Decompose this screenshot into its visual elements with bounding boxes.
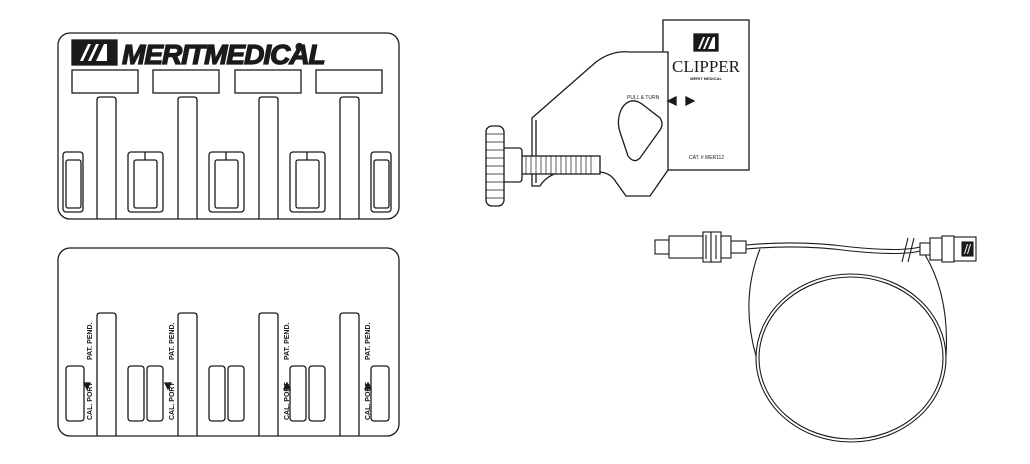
pat-pend-label-2: PAT. PEND.: [169, 322, 176, 360]
cal-port-label-1: CAL. PORT: [87, 382, 94, 420]
bottom-tray-labels: PAT. PEND. CAL. PORT PAT. PEND. CAL. POR…: [87, 322, 372, 420]
transducer-cable: [654, 231, 977, 443]
clipper-title: CLIPPER: [672, 57, 741, 76]
cal-port-label-4: CAL. PORT: [365, 382, 372, 420]
transducer-holder-top: MERITMEDICAL ®: [57, 32, 400, 220]
registered-mark: ®: [296, 42, 303, 52]
cal-port-label-2: CAL. PORT: [169, 382, 176, 420]
pat-pend-label-1: PAT. PEND.: [87, 322, 94, 360]
catalog-number: CAT. # MER112: [689, 155, 724, 161]
pat-pend-label-4: PAT. PEND.: [365, 322, 372, 360]
merit-medical-logo: [71, 39, 118, 66]
logo-wordmark: MERITMEDICAL: [122, 39, 325, 70]
transducer-holder-bottom: [57, 247, 400, 437]
clipper-brand: MERIT MEDICAL: [690, 76, 722, 81]
pull-turn-label: PULL & TURN: [627, 95, 660, 101]
pat-pend-label-3: PAT. PEND.: [284, 322, 291, 360]
cal-port-label-3: CAL. PORT: [284, 382, 291, 420]
pole-clamp: [485, 19, 750, 207]
